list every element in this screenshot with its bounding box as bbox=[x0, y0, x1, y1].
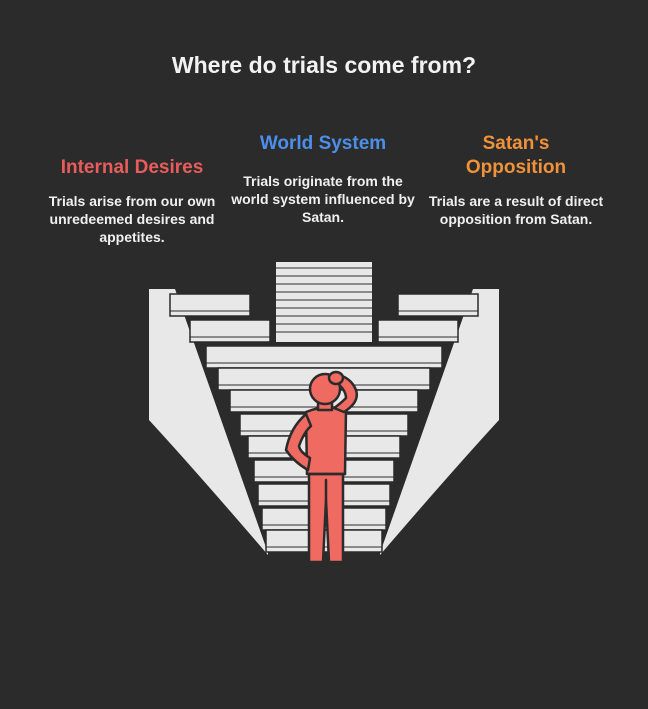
column-internal-desires: Internal Desires Trials arise from our o… bbox=[42, 156, 222, 246]
person-figure bbox=[284, 370, 358, 564]
center-tower bbox=[276, 262, 372, 342]
left-step-1 bbox=[169, 293, 251, 317]
left-wall bbox=[149, 289, 268, 555]
internal-desires-text: Trials arise from our own unredeemed des… bbox=[48, 193, 216, 245]
world-system-text: Trials originate from the world system i… bbox=[231, 173, 415, 225]
diagram-title: Where do trials come from? bbox=[171, 52, 477, 78]
left-step-2 bbox=[189, 319, 271, 343]
stair-steps bbox=[169, 293, 479, 553]
column-world-system: World System Trials originate from the w… bbox=[228, 132, 418, 226]
satans-opposition-heading: Satan's Opposition bbox=[465, 133, 567, 178]
satans-opposition-text: Trials are a result of direct opposition… bbox=[428, 193, 604, 227]
world-system-heading: World System bbox=[259, 133, 387, 154]
right-wall bbox=[380, 289, 499, 555]
center-step-1 bbox=[205, 345, 443, 369]
right-step-1 bbox=[397, 293, 479, 317]
column-satans-opposition: Satan's Opposition Trials are a result o… bbox=[428, 132, 604, 228]
right-step-2 bbox=[377, 319, 459, 343]
internal-desires-heading: Internal Desires bbox=[60, 157, 204, 178]
